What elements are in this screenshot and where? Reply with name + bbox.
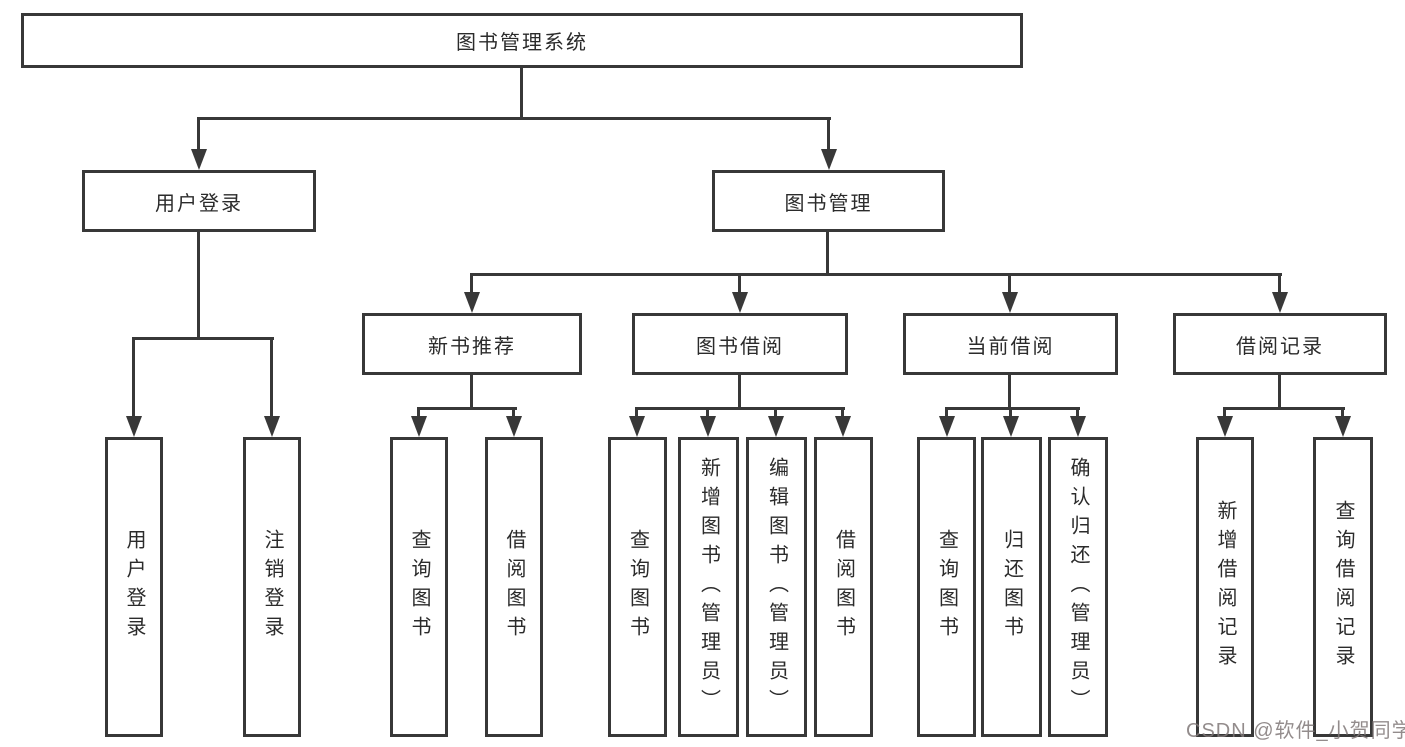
connector-drop <box>1008 276 1011 296</box>
connector-records-stem <box>1278 375 1281 410</box>
node-user-login: 用户登录 <box>82 170 316 232</box>
leaf-edit-book-admin: 编辑图书（管理员） <box>746 437 807 737</box>
arrow-down-icon <box>264 416 280 437</box>
arrow-down-icon <box>464 292 480 313</box>
connector-userlogin-bar <box>132 337 274 340</box>
connector-drop <box>635 409 638 421</box>
connector-current-bar <box>945 407 1080 410</box>
connector-drop <box>270 339 273 419</box>
connector-drop <box>1223 409 1226 421</box>
leaf-query-borrow-record: 查询借阅记录 <box>1313 437 1373 737</box>
leaf-user-login: 用户登录 <box>105 437 163 737</box>
arrow-down-icon <box>732 292 748 313</box>
connector-drop <box>827 117 830 151</box>
connector-bookmgmt-stem <box>826 232 829 276</box>
connector-current-stem <box>1008 375 1011 410</box>
leaf-newbook-borrow-books: 借阅图书 <box>485 437 543 737</box>
arrow-down-icon <box>1002 292 1018 313</box>
connector-drop <box>706 409 709 421</box>
leaf-borrow-borrow-books: 借阅图书 <box>814 437 873 737</box>
connector-drop <box>197 117 200 151</box>
connector-drop <box>1341 409 1344 421</box>
arrow-down-icon <box>835 416 851 437</box>
leaf-return-book: 归还图书 <box>981 437 1042 737</box>
connector-drop <box>470 276 473 296</box>
node-current-borrow: 当前借阅 <box>903 313 1118 375</box>
connector-drop <box>132 339 135 419</box>
arrow-down-icon <box>1070 416 1086 437</box>
leaf-newbook-query-books: 查询图书 <box>390 437 448 737</box>
arrow-down-icon <box>629 416 645 437</box>
connector-drop <box>417 409 420 421</box>
connector-drop <box>1076 409 1079 421</box>
connector-root-stem <box>520 68 523 120</box>
leaf-add-borrow-record: 新增借阅记录 <box>1196 437 1254 737</box>
connector-drop <box>1278 276 1281 296</box>
connector-drop <box>1009 409 1012 421</box>
arrow-down-icon <box>939 416 955 437</box>
arrow-down-icon <box>1003 416 1019 437</box>
node-book-borrow: 图书借阅 <box>632 313 848 375</box>
arrow-down-icon <box>191 149 207 170</box>
leaf-add-book-admin: 新增图书（管理员） <box>678 437 739 737</box>
leaf-confirm-return-admin: 确认归还（管理员） <box>1048 437 1108 737</box>
connector-records-bar <box>1223 407 1345 410</box>
connector-borrow-stem <box>738 375 741 410</box>
connector-drop <box>945 409 948 421</box>
node-new-book-recommend: 新书推荐 <box>362 313 582 375</box>
arrow-down-icon <box>1217 416 1233 437</box>
leaf-current-query-books: 查询图书 <box>917 437 976 737</box>
connector-bookmgmt-bar <box>470 273 1282 276</box>
node-book-management: 图书管理 <box>712 170 945 232</box>
connector-drop <box>512 409 515 421</box>
arrow-down-icon <box>768 416 784 437</box>
arrow-down-icon <box>1272 292 1288 313</box>
connector-newbook-bar <box>417 407 517 410</box>
node-root: 图书管理系统 <box>21 13 1023 68</box>
leaf-borrow-query-books: 查询图书 <box>608 437 667 737</box>
connector-newbook-stem <box>470 375 473 410</box>
arrow-down-icon <box>126 416 142 437</box>
connector-drop <box>738 276 741 296</box>
arrow-down-icon <box>821 149 837 170</box>
watermark: CSDN @软件_小贺同学 <box>1186 720 1405 742</box>
connector-drop <box>841 409 844 421</box>
arrow-down-icon <box>1335 416 1351 437</box>
arrow-down-icon <box>411 416 427 437</box>
node-borrow-records: 借阅记录 <box>1173 313 1387 375</box>
connector-drop <box>774 409 777 421</box>
leaf-logout: 注销登录 <box>243 437 301 737</box>
connector-borrow-bar <box>635 407 845 410</box>
connector-userlogin-stem <box>197 232 200 340</box>
connector-root-bar <box>197 117 831 120</box>
arrow-down-icon <box>700 416 716 437</box>
arrow-down-icon <box>506 416 522 437</box>
